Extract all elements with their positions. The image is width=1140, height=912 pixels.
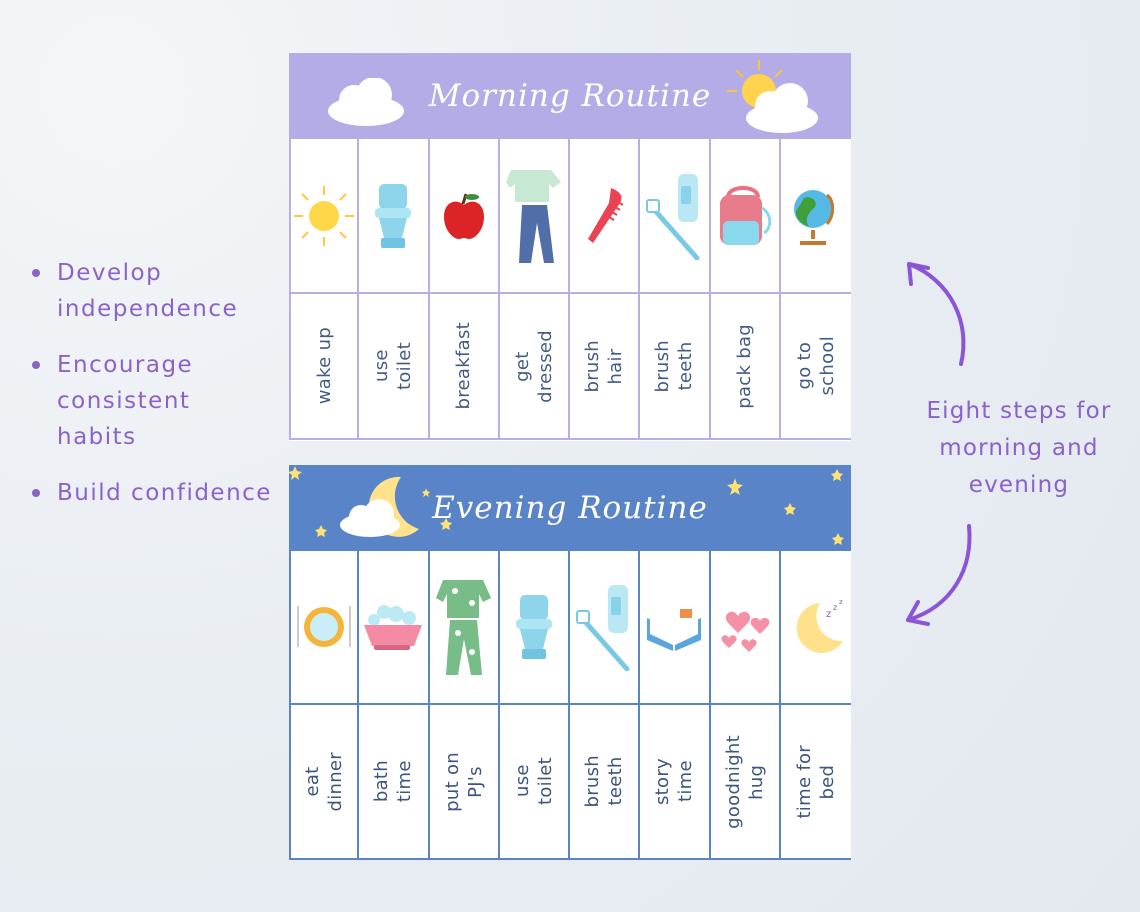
morning-header: Morning Routine [289,53,851,139]
morning-icon-cell [359,139,430,294]
step-label: bath time [371,760,416,803]
pajamas-icon [435,578,492,676]
evening-icon-cell [429,551,500,705]
evening-icon-cell [570,551,641,705]
morning-label-cell: brush hair [570,294,641,440]
morning-routine-chart: Morning Routine wake up use toilet break… [289,53,851,441]
curved-arrow-down-icon [906,524,972,626]
morning-label-cell: pack bag [710,294,781,440]
bathtub-icon [362,602,424,652]
svg-text:z: z [833,603,837,612]
step-label: wake up [313,327,335,405]
hearts-icon [716,598,774,656]
svg-text:z: z [839,598,843,606]
morning-icon-cell [499,139,570,294]
evening-label-cell: time for bed [780,705,851,860]
morning-icon-cell [780,139,851,294]
evening-label-cell: put on PJ's [429,705,500,860]
dinner-plate-icon [295,603,353,651]
toothbrush-icon [575,583,633,671]
evening-label-cell: use toilet [499,705,570,860]
benefit-item: Develop independence [32,255,272,327]
evening-icon-cell [640,551,711,705]
morning-label-cell: go to school [780,294,851,440]
step-label: eat dinner [302,751,347,812]
step-label: use toilet [511,757,556,806]
curved-arrow-up-icon [907,262,966,366]
toilet-icon [512,594,556,660]
step-label: story time [652,757,697,805]
stars-icon [289,466,844,545]
cloud-icon [328,78,404,126]
morning-label-cell: brush teeth [640,294,711,440]
step-label: goodnight hug [722,734,767,829]
sun-cloud-icon [727,60,818,133]
clothes-icon [505,168,562,264]
evening-label-row: eat dinner bath time put on PJ's use toi… [289,705,851,860]
toothbrush-icon [645,172,703,260]
step-label: use toilet [371,341,416,390]
backpack-icon [716,183,774,249]
evening-label-cell: brush teeth [570,705,641,860]
moon-cloud-icon [340,476,419,537]
evening-title: Evening Routine [432,490,708,526]
morning-icon-cell [710,139,781,294]
svg-text:z: z [826,609,831,620]
evening-label-cell: story time [640,705,711,860]
evening-icon-cell [359,551,430,705]
evening-header: Evening Routine [289,465,851,551]
evening-label-cell: bath time [359,705,430,860]
step-label: time for bed [793,744,838,819]
step-label: pack bag [734,323,756,409]
morning-icon-cell [640,139,711,294]
evening-label-cell: goodnight hug [710,705,781,860]
evening-label-cell: eat dinner [289,705,360,860]
morning-icon-cell [429,139,500,294]
comb-icon [583,186,625,246]
step-label: get dressed [511,329,556,403]
morning-label-cell: wake up [289,294,360,440]
apple-icon [442,192,486,240]
morning-icon-row [289,139,851,294]
step-label: brush hair [582,339,627,393]
evening-icon-cell [499,551,570,705]
morning-label-cell: use toilet [359,294,430,440]
evening-icon-cell [289,551,360,705]
morning-icon-cell [289,139,360,294]
benefit-item: Build confidence [32,475,272,511]
step-label: breakfast [453,322,475,410]
morning-label-cell: breakfast [429,294,500,440]
step-label: go to school [793,336,838,396]
benefits-list: Develop independence Encourage consisten… [32,255,272,531]
benefit-item: Encourage consistent habits [32,347,272,455]
morning-label-row: wake up use toilet breakfast get dressed… [289,294,851,440]
evening-icon-cell [710,551,781,705]
side-note: Eight steps for morning and evening [926,398,1112,498]
open-book-icon [645,602,703,652]
morning-label-cell: get dressed [499,294,570,440]
toilet-icon [371,183,415,249]
step-label: brush teeth [582,755,627,808]
step-label: brush teeth [652,339,697,393]
globe-icon [791,185,841,247]
morning-title: Morning Routine [428,78,712,114]
step-label: put on PJ's [441,751,486,812]
sun-icon [293,185,355,247]
morning-icon-cell [570,139,641,294]
